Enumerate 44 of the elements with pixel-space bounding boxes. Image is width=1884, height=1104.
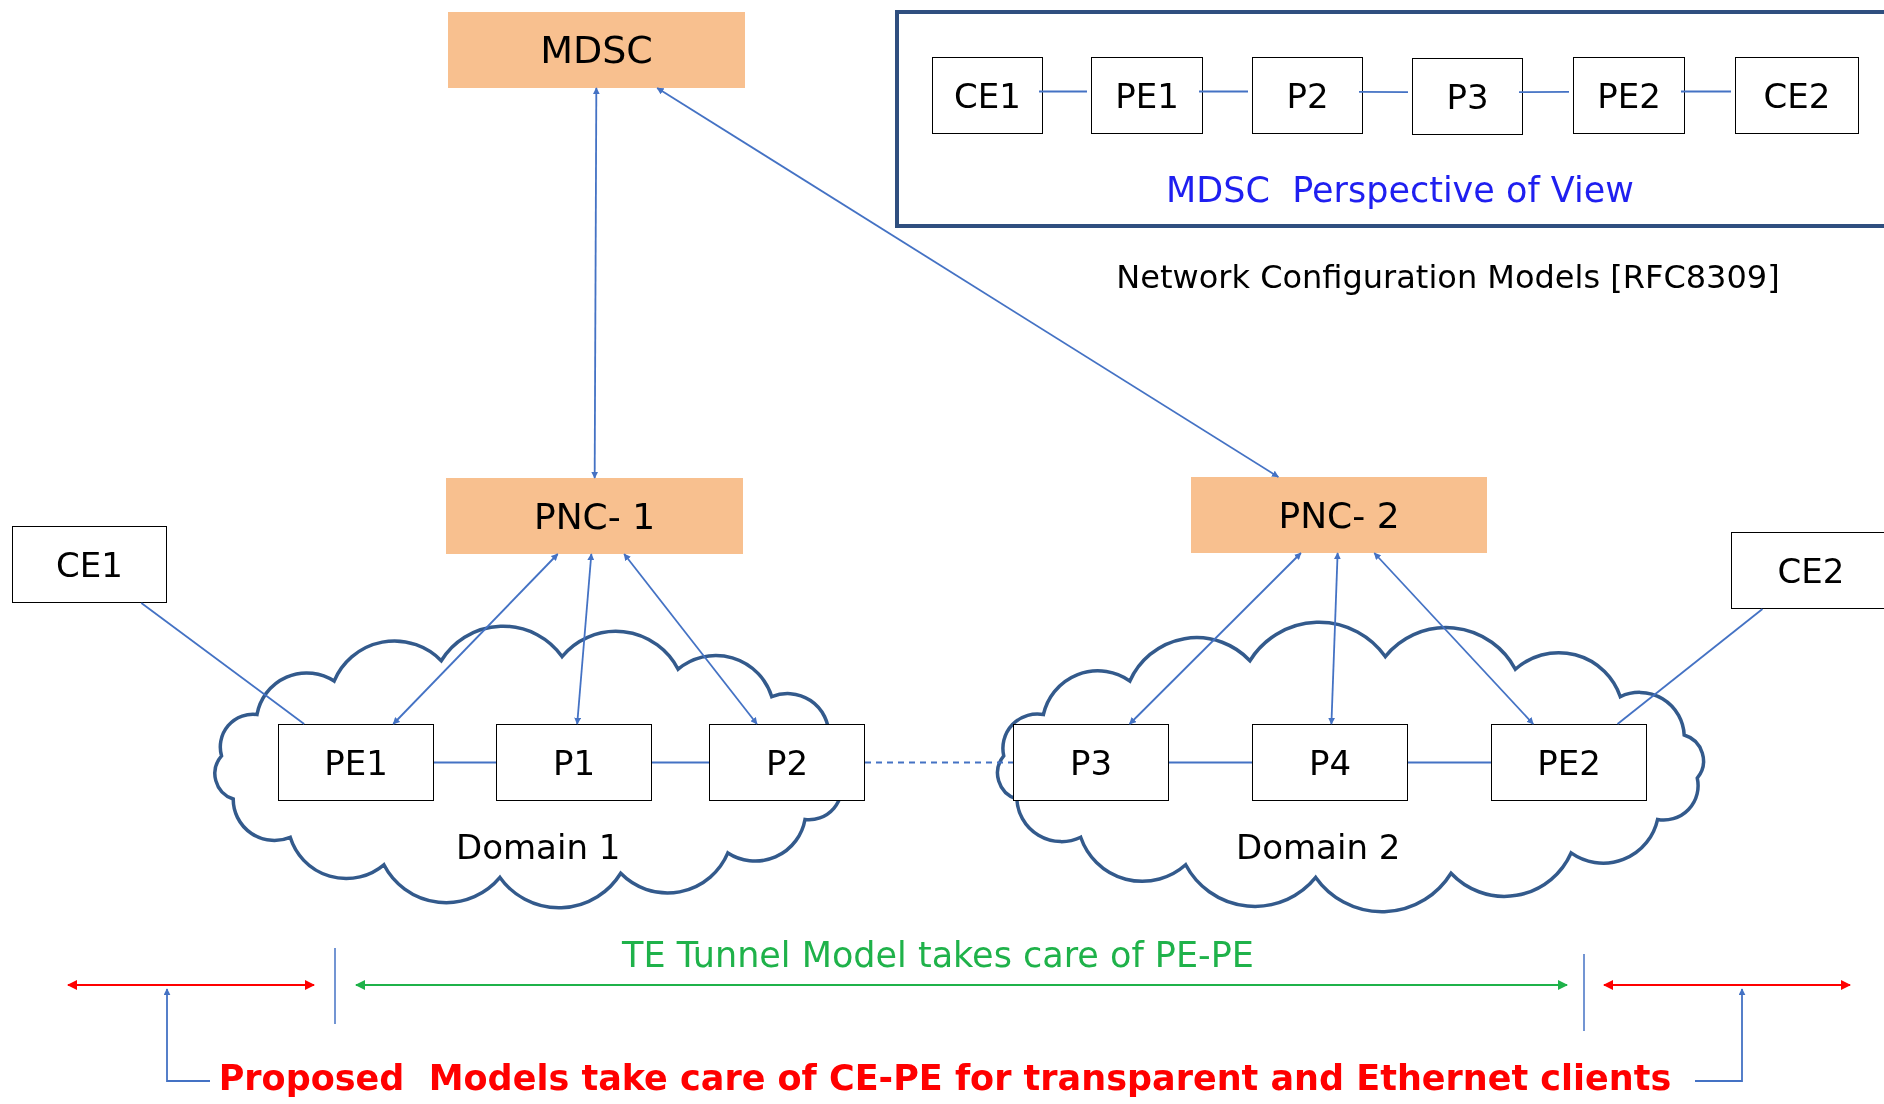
connector-line (1518, 90, 1570, 94)
annotation-text: Proposed Models take care of CE-PE for transparent and Ethernet clients (218, 1058, 1672, 1098)
panel-caption: MDSC Perspective of View (1166, 170, 1634, 210)
connector-line (1407, 761, 1492, 764)
network-node-box: CE1 (12, 526, 167, 603)
network-node-box: P1 (496, 724, 652, 801)
connector-arrow (656, 87, 1280, 478)
connector-line (1038, 90, 1088, 93)
controller-box: PNC- 1 (446, 478, 743, 554)
connector-arrow (392, 553, 559, 725)
connector-arrow (1373, 552, 1535, 725)
connector-line (1358, 90, 1409, 94)
connector-arrow (1128, 552, 1302, 725)
network-node-box: PE2 (1573, 57, 1685, 134)
connector-line (433, 761, 497, 764)
domain-label: Domain 1 (456, 827, 621, 867)
connector-line (1616, 608, 1764, 725)
annotation-text: TE Tunnel Model takes care of PE-PE (622, 935, 1254, 975)
network-node-box: PE1 (1091, 57, 1203, 134)
network-node-box: CE2 (1735, 57, 1859, 134)
domain-label: Domain 2 (1236, 827, 1401, 867)
controller-box: PNC- 2 (1191, 477, 1487, 553)
view-panel (895, 10, 1884, 228)
network-node-box: CE1 (932, 57, 1043, 134)
controller-box: MDSC (448, 12, 745, 88)
connector-arrow (623, 553, 758, 725)
network-node-box: P3 (1412, 58, 1523, 135)
network-node-box: PE2 (1491, 724, 1647, 801)
network-node-box: P4 (1252, 724, 1408, 801)
connector-line (1198, 90, 1249, 93)
connector-arrow (591, 87, 600, 479)
network-node-box: PE1 (278, 724, 434, 801)
connector-line (140, 602, 306, 725)
connector-line (864, 761, 1014, 764)
annotation-text: Network Configuration Models [RFC8309] (1116, 258, 1780, 296)
connector-arrow (574, 553, 595, 725)
connector-line (1680, 90, 1732, 93)
network-node-box: CE2 (1731, 532, 1884, 609)
connector-line (1168, 761, 1253, 764)
network-node-box: P3 (1013, 724, 1169, 801)
connector-arrow (1328, 552, 1341, 725)
network-node-box: P2 (1252, 57, 1363, 134)
network-node-box: P2 (709, 724, 865, 801)
connector-line (651, 761, 710, 764)
